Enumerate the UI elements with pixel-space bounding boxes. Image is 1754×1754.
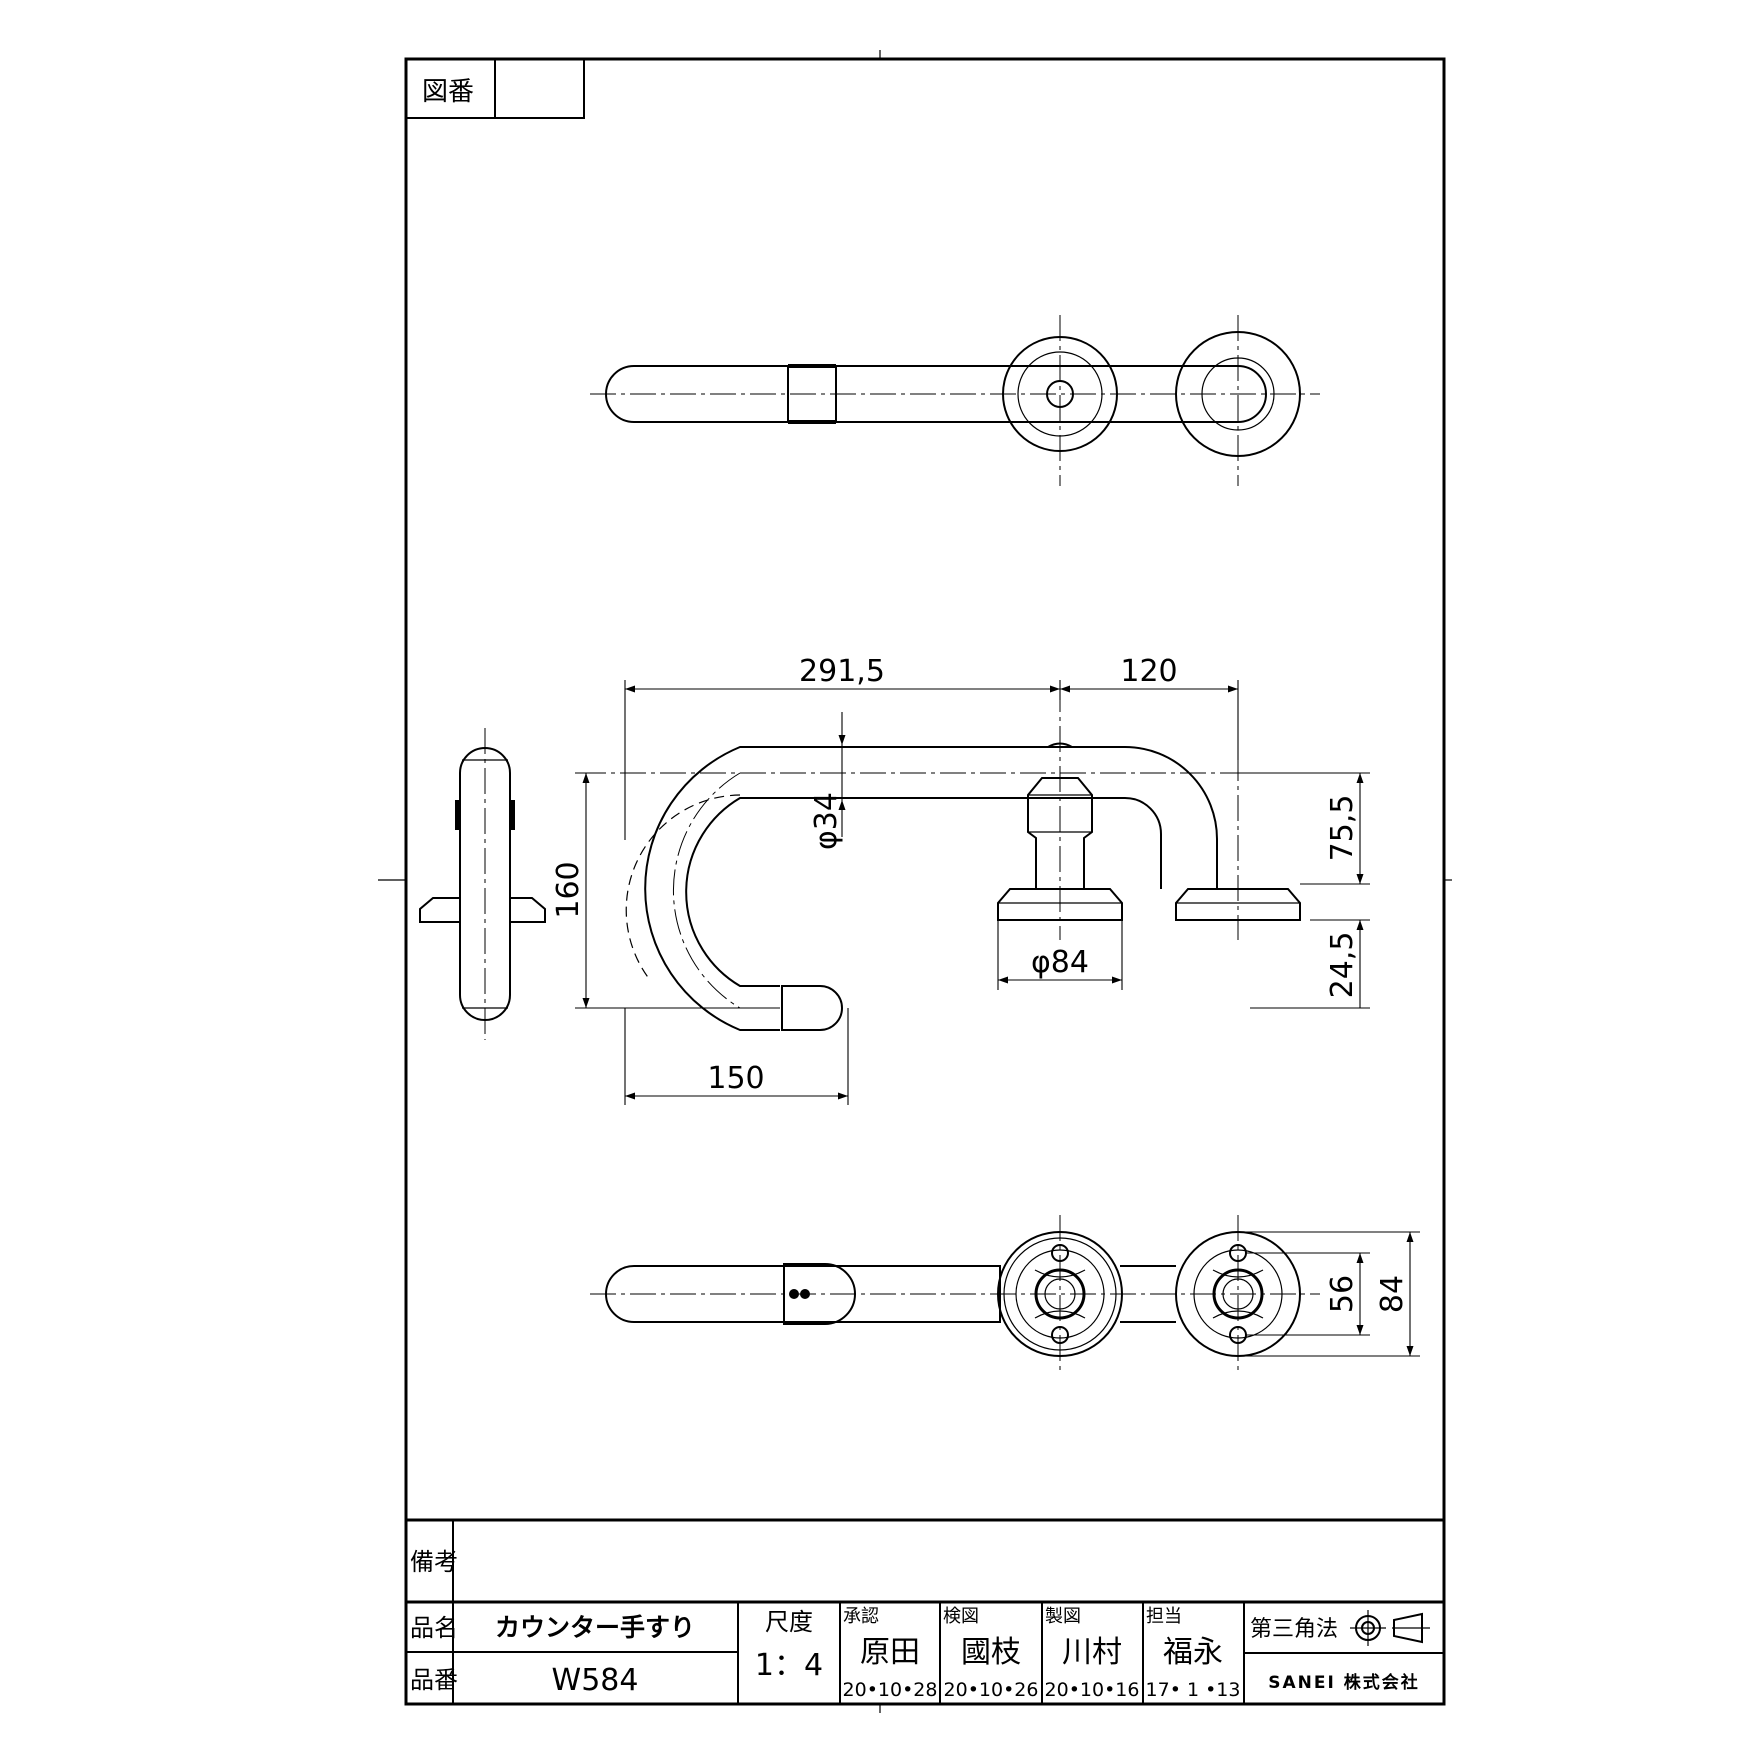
front-view: 291,5 120 φ34 160 150 φ84 75,5 24,5 bbox=[551, 654, 1370, 1105]
checked-date: 20•10•26 bbox=[944, 1679, 1039, 1701]
company-name: SANEI 株式会社 bbox=[1268, 1672, 1419, 1693]
drawing-number-box: 図番 bbox=[405, 58, 585, 119]
bottom-view: 56 84 bbox=[590, 1215, 1420, 1375]
dim-24-5: 24,5 bbox=[1325, 932, 1360, 999]
dim-84: 84 bbox=[1375, 1275, 1410, 1313]
projection-label: 第三角法 bbox=[1250, 1617, 1338, 1642]
drawing-number-label: 図番 bbox=[422, 77, 474, 107]
scale-value: 1：4 bbox=[755, 1648, 823, 1683]
approved-date: 20•10•28 bbox=[843, 1679, 938, 1701]
remarks-label: 備考 bbox=[410, 1548, 458, 1576]
charge-label: 担当 bbox=[1146, 1606, 1182, 1627]
third-angle-projection-icon bbox=[1350, 1610, 1430, 1646]
checked-name: 國枝 bbox=[961, 1635, 1021, 1670]
dim-75-5: 75,5 bbox=[1325, 795, 1360, 862]
charge-date: 17• 1 •13 bbox=[1146, 1679, 1241, 1701]
side-view bbox=[419, 728, 546, 1040]
approved-label: 承認 bbox=[843, 1606, 879, 1627]
dim-160: 160 bbox=[551, 861, 586, 918]
dim-150: 150 bbox=[707, 1061, 764, 1096]
product-name-label: 品名 bbox=[410, 1614, 458, 1642]
product-number-label: 品番 bbox=[410, 1666, 458, 1694]
charge-name: 福永 bbox=[1163, 1635, 1223, 1670]
product-number-value: W584 bbox=[552, 1663, 639, 1698]
product-name-value: カウンター手すり bbox=[495, 1613, 695, 1642]
approved-name: 原田 bbox=[860, 1635, 920, 1670]
dim-291-5: 291,5 bbox=[799, 654, 885, 689]
scale-label: 尺度 bbox=[765, 1608, 813, 1636]
checked-label: 検図 bbox=[943, 1606, 979, 1627]
dim-120: 120 bbox=[1120, 654, 1177, 689]
drawn-label: 製図 bbox=[1045, 1606, 1081, 1627]
dim-phi84: φ84 bbox=[1031, 945, 1089, 980]
drawing-frame bbox=[378, 50, 1452, 1713]
dim-56: 56 bbox=[1325, 1275, 1360, 1313]
drawn-date: 20•10•16 bbox=[1045, 1679, 1140, 1701]
top-view bbox=[590, 315, 1320, 486]
dim-phi34: φ34 bbox=[809, 792, 844, 850]
title-block: 備考 品名 カウンター手すり 品番 W584 尺度 1：4 承認 原田 20•1… bbox=[406, 1518, 1444, 1704]
drawn-name: 川村 bbox=[1062, 1635, 1122, 1670]
